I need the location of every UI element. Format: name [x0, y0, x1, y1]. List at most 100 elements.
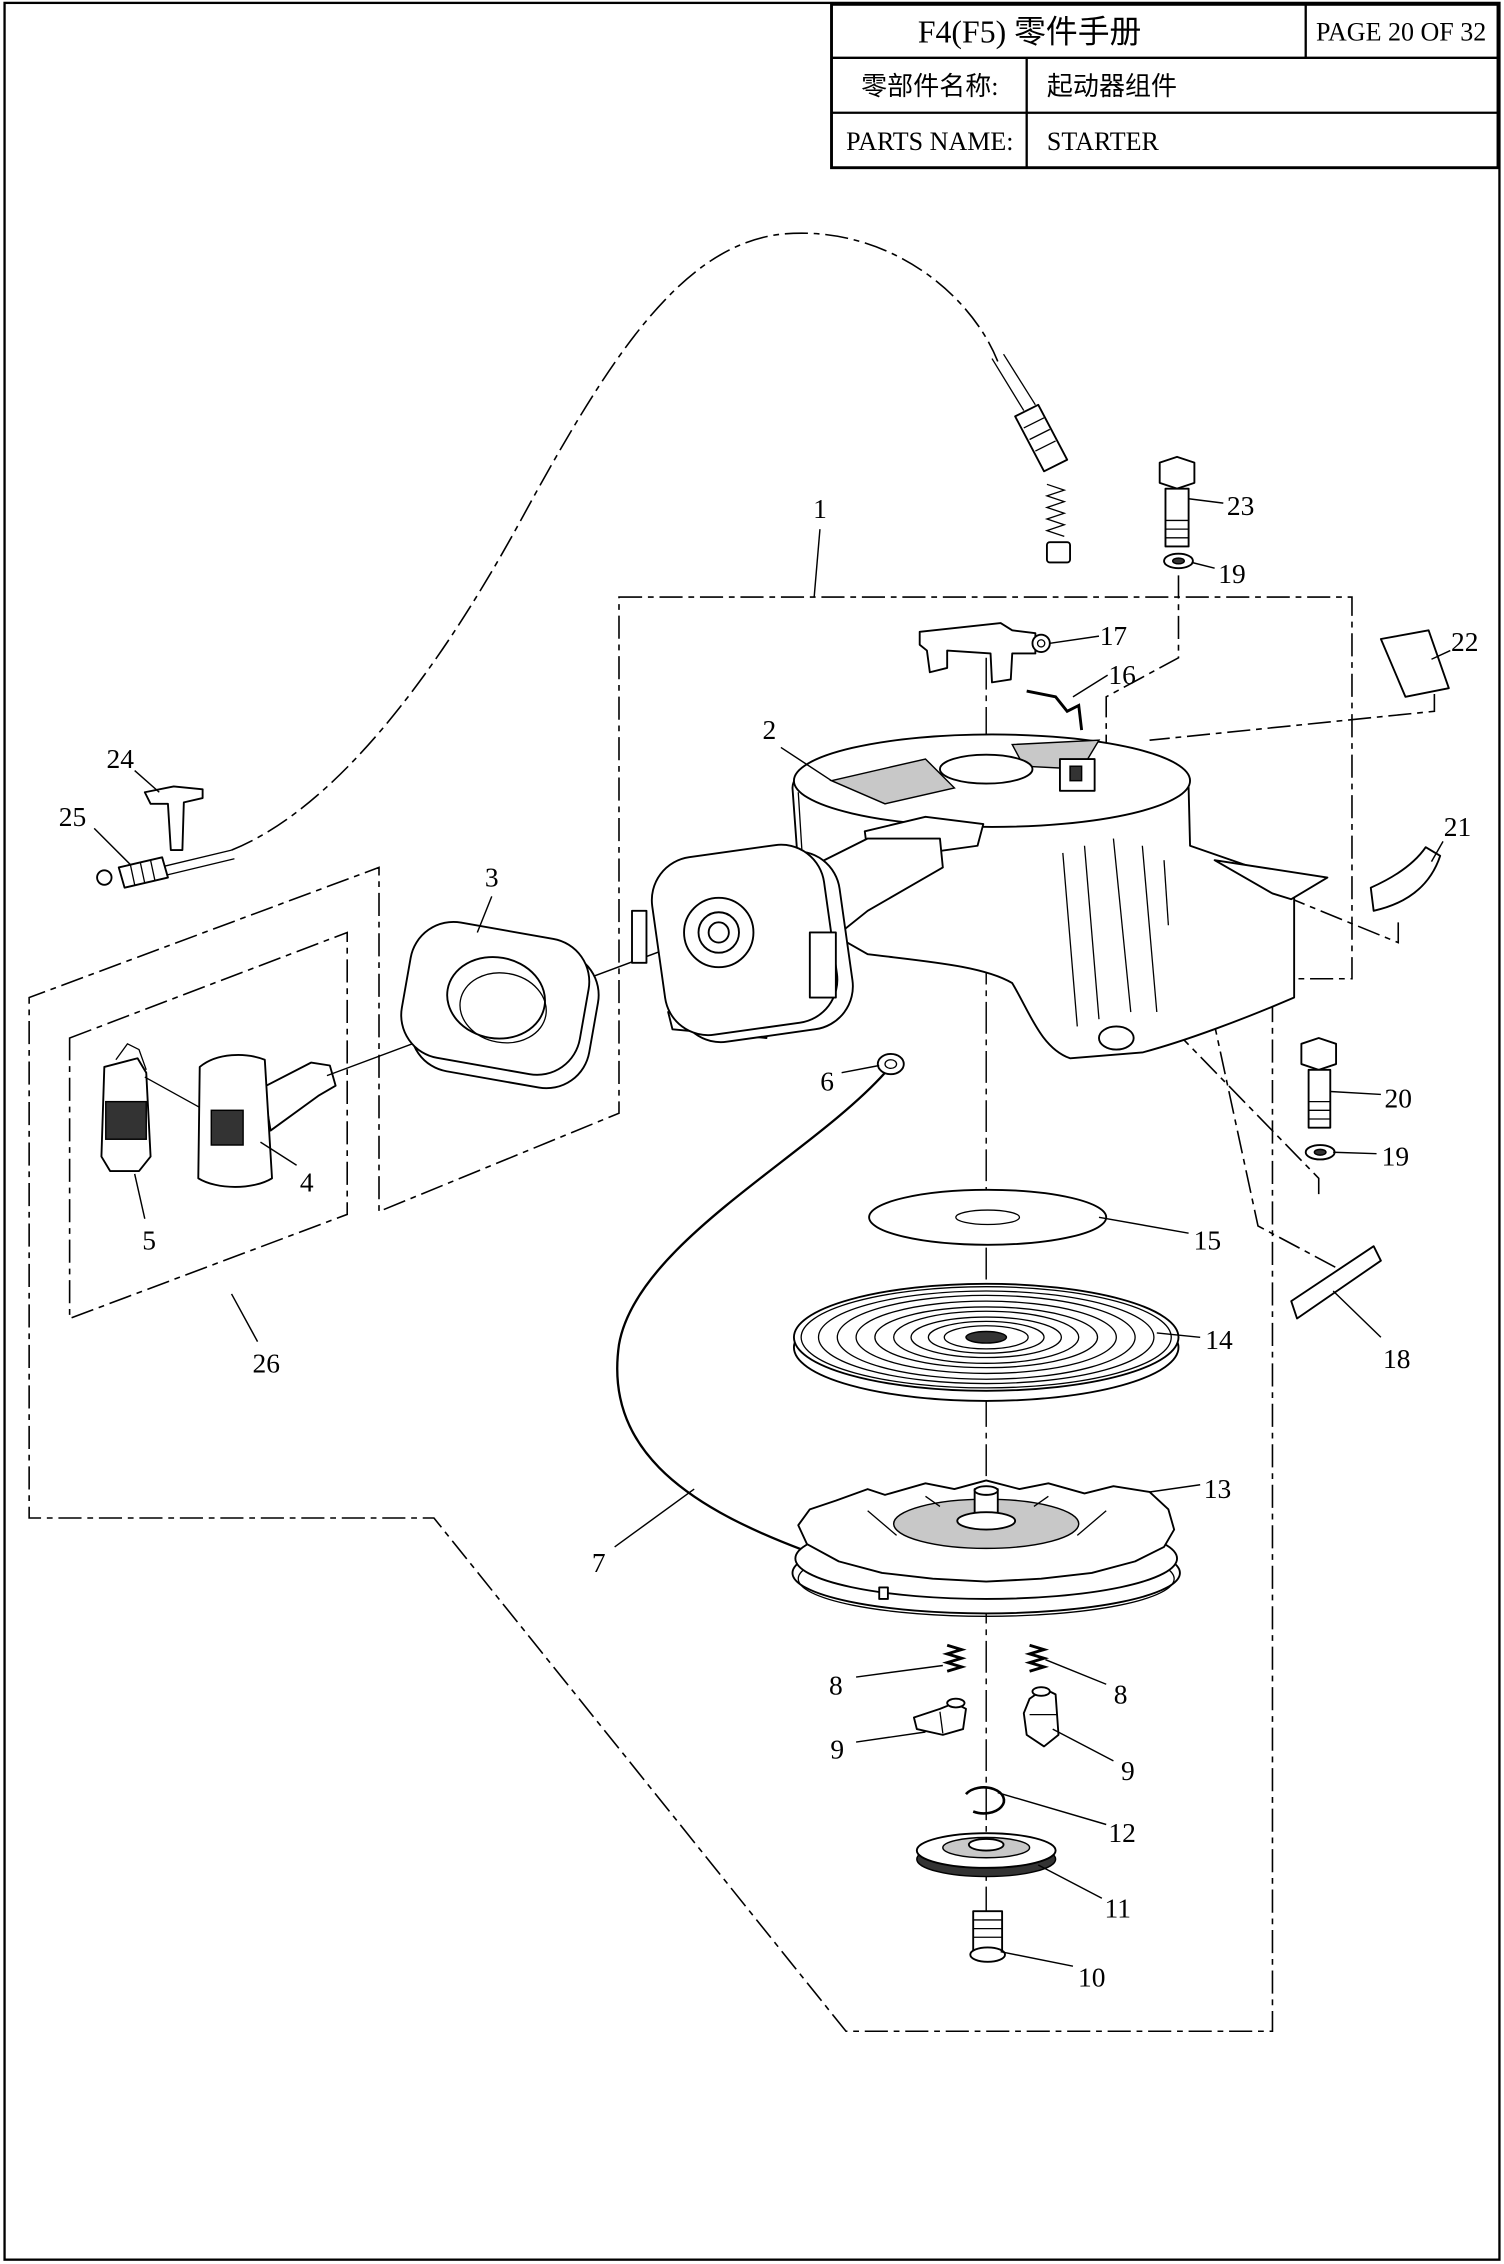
leader-13 [1149, 1484, 1201, 1493]
callout-10: 10 [1078, 1963, 1105, 1993]
leader-19-right [1333, 1151, 1377, 1155]
callout-9-left: 9 [830, 1734, 844, 1764]
leader-6 [841, 1064, 880, 1074]
ref-line-18 [1210, 1011, 1346, 1273]
callout-3: 3 [485, 863, 499, 893]
leader-7 [614, 1488, 695, 1548]
callout-12: 12 [1108, 1818, 1135, 1848]
callout-19-top: 19 [1218, 559, 1245, 589]
callout-23: 23 [1227, 491, 1254, 521]
callout-14: 14 [1205, 1325, 1233, 1355]
leader-5 [133, 1173, 146, 1219]
part-20-bolt [1300, 1037, 1338, 1129]
leader-24 [134, 770, 160, 793]
part-name-cn-value: 起动器组件 [1047, 72, 1177, 101]
leader-23 [1188, 498, 1224, 504]
part-25-fitting [96, 856, 169, 889]
part-9-pawl-right [1022, 1686, 1060, 1748]
leader-9-left [855, 1731, 926, 1743]
part-17-bracket [918, 622, 1051, 684]
callout-20: 20 [1385, 1084, 1412, 1114]
part-18-strip [1290, 1245, 1382, 1320]
callout-11: 11 [1105, 1893, 1131, 1923]
part-11-ratchet-plate [915, 1832, 1057, 1878]
part-16-spring-wire [1026, 689, 1084, 731]
callout-26: 26 [253, 1348, 280, 1378]
part-5-clip [100, 1042, 152, 1172]
part-19-washer-top [1163, 552, 1194, 570]
leader-20 [1330, 1090, 1381, 1096]
part-7-rope [616, 1071, 886, 1551]
part-name-en-value: STARTER [1047, 127, 1160, 156]
rope-short [144, 1076, 201, 1108]
leader-3 [476, 896, 493, 933]
callout-15: 15 [1194, 1225, 1221, 1255]
callout-4: 4 [300, 1168, 314, 1198]
callout-21: 21 [1444, 812, 1471, 842]
part-15-disk [868, 1188, 1108, 1246]
part-22-plate [1379, 629, 1450, 698]
part-3-ring [400, 920, 600, 1090]
callout-9-right: 9 [1121, 1756, 1135, 1786]
part-8-spring-left [942, 1643, 967, 1673]
callout-22: 22 [1451, 627, 1478, 657]
page-number: PAGE 20 OF 32 [1316, 17, 1486, 46]
leader-17 [1049, 635, 1100, 645]
leader-25 [93, 827, 131, 866]
leader-16 [1072, 674, 1109, 698]
callouts: 1 2 3 4 5 6 7 8 8 9 9 10 11 12 13 14 15 … [59, 491, 1479, 1993]
part-19-washer-right [1304, 1144, 1336, 1161]
part-23-bolt [1158, 455, 1196, 548]
manual-title: F4(F5) 零件手册 [918, 14, 1141, 49]
callout-2: 2 [762, 715, 776, 745]
leader-4 [260, 1141, 297, 1166]
part-6-grommet [876, 1052, 905, 1076]
cable [159, 232, 1071, 877]
leader-19-top [1191, 561, 1215, 569]
leader-2 [780, 746, 832, 782]
leader-lines [93, 498, 1451, 1967]
callout-5: 5 [142, 1225, 156, 1255]
part-name-cn-label: 零部件名称: [861, 72, 998, 101]
leader-11 [1037, 1864, 1103, 1899]
part-12-circlip [964, 1786, 1006, 1815]
ref-line-20 [1156, 1011, 1320, 1195]
part-2-housing [631, 733, 1329, 1060]
callout-1: 1 [813, 494, 827, 524]
callout-25: 25 [59, 802, 86, 832]
ref-line-19-top [1105, 575, 1180, 781]
ref-line-21 [1207, 863, 1400, 944]
assembly-1-outline [28, 596, 1353, 2033]
part-4-handle [197, 1054, 337, 1188]
part-24-bracket [143, 785, 204, 852]
part-9-pawl-left [912, 1697, 967, 1736]
callout-19-right: 19 [1382, 1142, 1409, 1172]
page-border [3, 1, 1501, 2261]
callout-24: 24 [106, 744, 134, 774]
part-13-pulley [791, 1479, 1181, 1617]
leader-12 [997, 1792, 1107, 1826]
leader-21 [1430, 841, 1444, 863]
leader-15 [1098, 1216, 1189, 1234]
leader-14 [1156, 1332, 1201, 1339]
callout-16: 16 [1108, 660, 1135, 690]
callout-8-left: 8 [829, 1671, 843, 1701]
leader-9-right [1052, 1728, 1114, 1762]
leader-1 [813, 529, 821, 598]
part-10-screw [969, 1910, 1006, 1963]
callout-13: 13 [1204, 1474, 1231, 1504]
assembly-26-outline [68, 931, 348, 1320]
part-8-spring-right [1024, 1643, 1050, 1673]
part-21-arc-piece [1369, 846, 1442, 912]
header-table: F4(F5) 零件手册 PAGE 20 OF 32 零部件名称: 起动器组件 P… [830, 2, 1500, 170]
part-name-en-label: PARTS NAME: [846, 127, 1013, 156]
callout-17: 17 [1100, 621, 1127, 651]
callout-18: 18 [1383, 1344, 1410, 1374]
leader-8-right [1045, 1659, 1107, 1685]
leader-10 [1000, 1951, 1074, 1967]
callout-7: 7 [592, 1548, 606, 1578]
ref-line-22 [1149, 693, 1436, 742]
callout-8-right: 8 [1114, 1679, 1128, 1709]
part-14-spiral-spring [792, 1282, 1180, 1402]
